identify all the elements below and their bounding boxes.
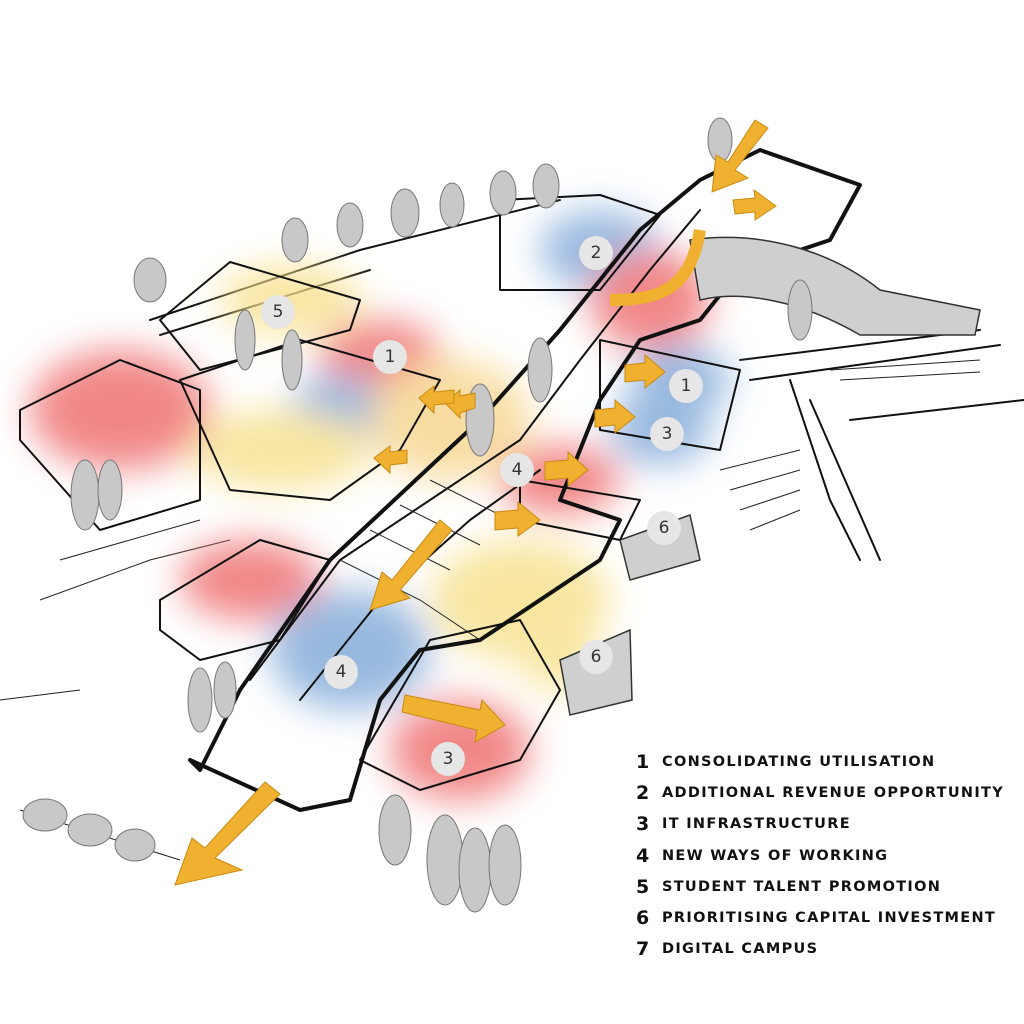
colour-washes	[30, 210, 730, 800]
arrow-icon	[594, 398, 636, 435]
arrow-icon	[494, 500, 541, 537]
svg-text:4: 4	[512, 460, 523, 480]
trees	[22, 117, 813, 913]
arrow-icon	[174, 781, 281, 886]
zone-marker[interactable]: 3	[650, 417, 684, 451]
arrow-icon	[418, 384, 455, 415]
zone-marker[interactable]: 1	[373, 340, 407, 374]
arrow-icon	[401, 694, 506, 743]
svg-text:5: 5	[273, 302, 284, 322]
svg-text:6: 6	[591, 647, 602, 667]
zone-marker[interactable]: 3	[431, 742, 465, 776]
svg-text:6: 6	[659, 518, 670, 538]
arrow-icon	[624, 353, 666, 390]
arrow-icon	[609, 228, 706, 306]
arrow-icon	[369, 519, 453, 611]
zone-marker[interactable]: 4	[500, 453, 534, 487]
arrow-icon	[373, 445, 408, 475]
svg-text:1: 1	[681, 376, 692, 396]
arrow-icon	[732, 188, 777, 221]
arrow-icon	[711, 119, 769, 193]
zone-marker[interactable]: 6	[647, 511, 681, 545]
arrow-icon	[544, 450, 589, 488]
zone-markers: 5 1 2 1 3 4 6 6 4 3	[261, 236, 703, 776]
svg-text:1: 1	[385, 347, 396, 367]
zone-marker[interactable]: 1	[669, 369, 703, 403]
svg-text:2: 2	[591, 243, 602, 263]
svg-text:4: 4	[336, 662, 347, 682]
zone-marker[interactable]: 2	[579, 236, 613, 270]
zone-marker[interactable]: 6	[579, 640, 613, 674]
zone-marker[interactable]: 4	[324, 655, 358, 689]
zone-marker[interactable]: 5	[261, 295, 295, 329]
svg-text:3: 3	[443, 749, 454, 769]
svg-text:3: 3	[662, 424, 673, 444]
flow-arrows	[174, 119, 777, 886]
